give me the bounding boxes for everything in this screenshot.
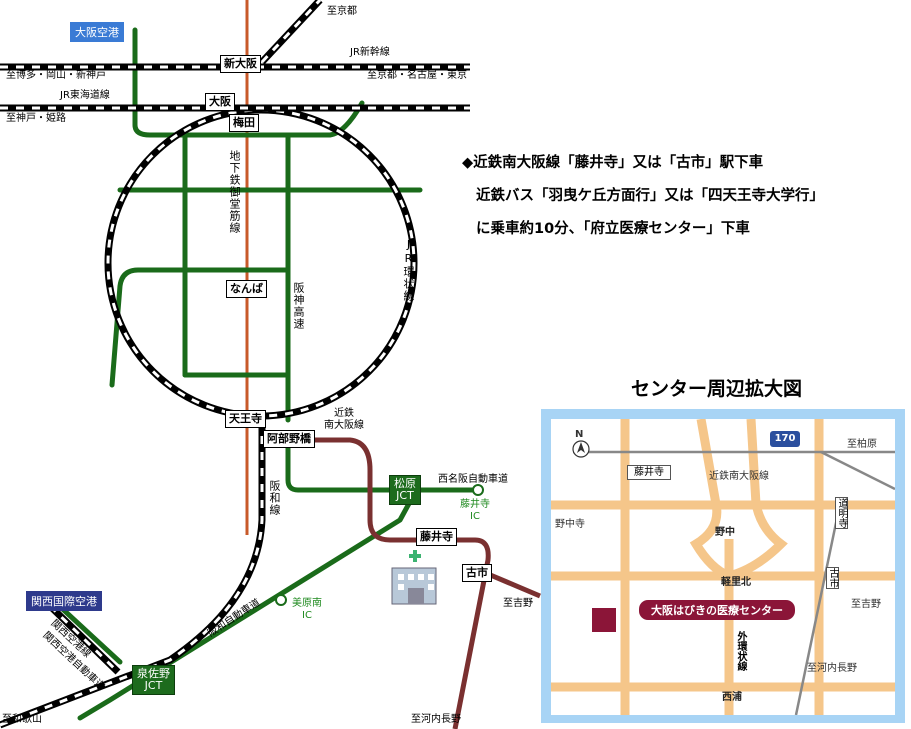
route-170-badge: 170 <box>770 431 800 447</box>
inset-furuichi: 古市 <box>826 567 839 589</box>
mihara-ic-marker <box>275 594 287 606</box>
kansai-airport-label: 関西国際空港 <box>26 591 102 611</box>
kintetsu-line <box>302 437 491 729</box>
station-shin-osaka: 新大阪 <box>220 55 261 73</box>
station-osaka: 大阪 <box>205 93 235 111</box>
north-label: N <box>575 429 584 440</box>
nishi-meihan-label: 西名阪自動車道 <box>438 474 508 485</box>
station-abenobashi: 阿部野橋 <box>263 430 315 448</box>
hospital-icon <box>391 550 437 605</box>
kintetsu-minami-osaka-label: 近鉄南大阪線 <box>324 408 364 431</box>
inset-to-kawachinagano: 至河内長野 <box>807 663 857 674</box>
inset-domyoji: 道明寺 <box>835 497 848 529</box>
station-furuichi: 古市 <box>462 564 492 582</box>
inset-map: 170 N 藤井寺 近鉄南大阪線 至柏原 道明寺 野中寺 野中 軽里北 古市 至… <box>551 419 895 715</box>
inset-karusato-kita: 軽里北 <box>721 577 751 588</box>
jr-shinkansen-label: JR新幹線 <box>350 47 390 58</box>
inset-map-frame: 170 N 藤井寺 近鉄南大阪線 至柏原 道明寺 野中寺 野中 軽里北 古市 至… <box>541 409 905 723</box>
directions-line-2: 近鉄バス「羽曳ケ丘方面行」又は「四天王寺大学行」 <box>476 188 824 204</box>
center-name-banner: 大阪はびきの医療センター <box>639 600 795 620</box>
center-location-marker <box>592 608 616 632</box>
dest-kyoto-tokyo: 至京都・名古屋・東京 <box>367 70 467 81</box>
access-directions: ◆近鉄南大阪線「藤井寺」又は「古市」駅下車 近鉄バス「羽曳ケ丘方面行」又は「四天… <box>462 147 824 246</box>
station-tennoji: 天王寺 <box>225 410 266 428</box>
dest-kyoto-top: 至京都 <box>327 6 357 17</box>
inset-nonaka: 野中 <box>715 527 735 538</box>
inset-nishiura: 西浦 <box>722 692 742 703</box>
dest-kobe: 至神戸・姫路 <box>6 113 66 124</box>
fujiidera-ic-marker <box>472 484 484 496</box>
directions-line-3: に乗車約10分、「府立医療センター」下車 <box>476 221 750 237</box>
midosuji-label: 地下鉄御堂筋線 <box>228 150 241 234</box>
inset-kintetsu: 近鉄南大阪線 <box>709 471 769 482</box>
hanwa-line-label: 阪和線 <box>268 480 281 516</box>
inset-to-yoshino: 至吉野 <box>851 599 881 610</box>
station-umeda: 梅田 <box>229 114 259 132</box>
north-arrow-icon <box>571 439 591 459</box>
station-namba: なんば <box>226 280 267 298</box>
inset-outer-loop: 外環状線 <box>735 631 746 671</box>
inset-to-kashiwara: 至柏原 <box>847 439 877 450</box>
jr-tokaido-label: JR東海道線 <box>60 90 110 101</box>
dest-yoshino: 至吉野 <box>503 598 533 609</box>
expressways <box>52 27 481 721</box>
dest-kawachinagano: 至河内長野 <box>411 714 461 725</box>
inset-title: センター周辺拡大図 <box>631 378 803 400</box>
directions-line-1: ◆近鉄南大阪線「藤井寺」又は「古市」駅下車 <box>462 155 764 171</box>
jr-loop-label: JR環状線 <box>402 238 415 302</box>
dest-wakayama: 至和歌山 <box>2 714 42 725</box>
osaka-airport-label: 大阪空港 <box>70 22 124 42</box>
inset-nonakadera: 野中寺 <box>555 519 585 530</box>
inset-fujiidera: 藤井寺 <box>627 465 671 480</box>
hanshin-expressway-label: 阪神高速 <box>292 282 305 330</box>
dest-hakata: 至博多・岡山・新神戸 <box>6 70 106 81</box>
station-fujiidera: 藤井寺 <box>416 528 457 546</box>
kintetsu-yoshino-branch <box>487 571 541 599</box>
